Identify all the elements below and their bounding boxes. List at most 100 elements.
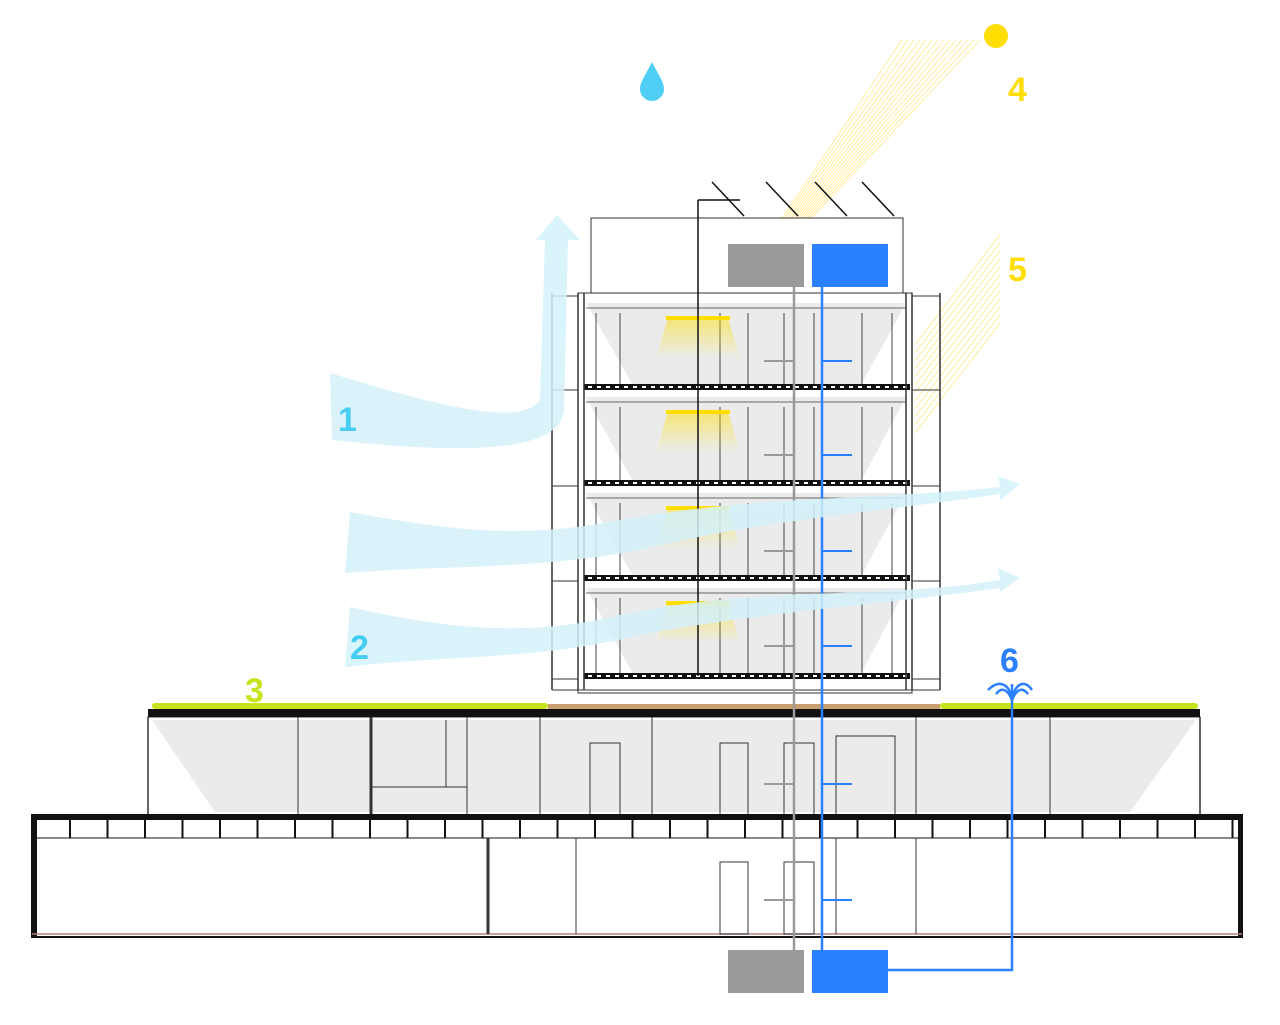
slab-void xyxy=(723,386,727,388)
air-flow-upper xyxy=(345,476,1020,573)
sun-icon xyxy=(984,24,1008,48)
slab-void xyxy=(633,577,637,579)
slab-void xyxy=(750,675,754,677)
slab-void xyxy=(804,482,808,484)
slab-void xyxy=(732,386,736,388)
slab-void xyxy=(849,577,853,579)
label-1: 1 xyxy=(338,401,357,439)
slab-void xyxy=(642,577,646,579)
shade-ray xyxy=(914,250,1001,362)
slab-void xyxy=(777,577,781,579)
slab-void xyxy=(786,577,790,579)
slab-void xyxy=(813,482,817,484)
water-drop-icon xyxy=(640,62,664,101)
slab-void xyxy=(687,482,691,484)
slab-void xyxy=(615,386,619,388)
slab-void xyxy=(687,675,691,677)
shade-ray xyxy=(914,306,1001,418)
slab-void xyxy=(750,386,754,388)
slab-void xyxy=(759,577,763,579)
slab-void xyxy=(804,386,808,388)
label-2: 2 xyxy=(350,629,369,667)
slab-void xyxy=(840,577,844,579)
slab-void xyxy=(723,577,727,579)
slab-void xyxy=(606,577,610,579)
green-roof-left xyxy=(152,703,548,709)
slab-void xyxy=(588,577,592,579)
slab-void xyxy=(723,675,727,677)
slab-void xyxy=(894,386,898,388)
slab-void xyxy=(777,386,781,388)
label-3: 3 xyxy=(245,672,264,710)
slab-void xyxy=(660,386,664,388)
slab-void xyxy=(849,386,853,388)
slab-void xyxy=(615,675,619,677)
slab-void xyxy=(660,577,664,579)
water-tank-basement xyxy=(812,950,888,993)
slab-void xyxy=(876,482,880,484)
shade-ray xyxy=(914,282,1001,394)
slab-void xyxy=(669,675,673,677)
sun-ray xyxy=(789,39,951,231)
rain-lines xyxy=(629,80,676,270)
grey-water-tank-basement xyxy=(728,950,804,993)
sun-ray xyxy=(799,39,981,231)
slab-void xyxy=(759,482,763,484)
sun-ray xyxy=(773,39,903,231)
sun-ray xyxy=(787,39,945,231)
slab-void xyxy=(642,482,646,484)
green-roof xyxy=(152,703,1198,709)
slab-void xyxy=(597,482,601,484)
slab-void xyxy=(669,577,673,579)
sun-ray xyxy=(795,39,969,231)
slab-void xyxy=(714,482,718,484)
slab-void xyxy=(678,386,682,388)
sun-ray xyxy=(775,39,909,231)
shade-ray xyxy=(914,242,1001,354)
slab-void xyxy=(741,675,745,677)
shading-rays xyxy=(914,234,1001,434)
slab-void xyxy=(606,386,610,388)
slab-void xyxy=(858,482,862,484)
slab-void xyxy=(768,577,772,579)
green-roof-right xyxy=(940,703,1198,709)
sun-ray xyxy=(779,39,921,231)
slab-void xyxy=(633,675,637,677)
slab-void xyxy=(687,577,691,579)
slab-void xyxy=(651,675,655,677)
slab-void xyxy=(714,675,718,677)
basement-slab xyxy=(32,815,1242,820)
slab-void xyxy=(903,386,907,388)
slab-void xyxy=(795,577,799,579)
slab-void xyxy=(633,386,637,388)
slab-void xyxy=(867,386,871,388)
sun-ray xyxy=(793,39,963,231)
sun-rays xyxy=(773,39,981,231)
slab-void xyxy=(651,577,655,579)
slab-void xyxy=(678,675,682,677)
slab-void xyxy=(876,386,880,388)
slab-void xyxy=(858,675,862,677)
solar-panel xyxy=(861,181,895,217)
slab-void xyxy=(804,675,808,677)
basement xyxy=(31,814,1243,938)
sun-ray xyxy=(785,39,939,231)
floor-slab xyxy=(584,575,910,581)
slab-void xyxy=(831,675,835,677)
slab-void xyxy=(849,482,853,484)
floor-interior xyxy=(586,397,906,483)
slab-void xyxy=(768,386,772,388)
slab-void xyxy=(741,482,745,484)
slab-void xyxy=(795,482,799,484)
slab-void xyxy=(777,482,781,484)
slab-void xyxy=(750,577,754,579)
label-4: 4 xyxy=(1008,71,1027,109)
shade-ray xyxy=(914,266,1001,378)
slab-void xyxy=(651,386,655,388)
shade-ray xyxy=(914,258,1001,370)
slab-void xyxy=(759,386,763,388)
label-5: 5 xyxy=(1008,251,1027,289)
solar-panels xyxy=(711,181,895,217)
floor-slab xyxy=(584,673,910,679)
